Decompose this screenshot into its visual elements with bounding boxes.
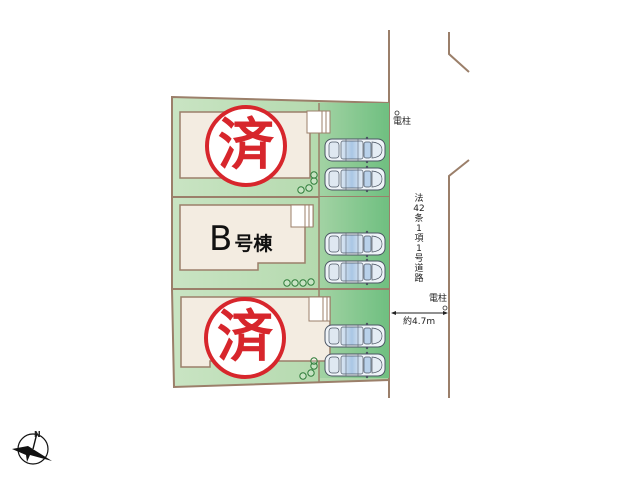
road-edge-right xyxy=(448,159,470,398)
road-label-char: 号 xyxy=(414,254,424,264)
road-label-char: 条 xyxy=(414,214,424,224)
utility-pole-icon xyxy=(394,110,400,116)
road-label-char: 道 xyxy=(414,264,424,274)
sold-badge-c xyxy=(204,297,286,379)
utility-pole-label-top: 電柱 xyxy=(393,117,412,127)
car-icon xyxy=(324,258,386,286)
building-b-letter: B xyxy=(209,219,233,259)
road-type-label: 法 42 条 1 項 1 号 道 路 xyxy=(412,194,426,284)
building-b-suffix: 号棟 xyxy=(234,233,273,255)
car-icon xyxy=(324,322,386,350)
sold-badge-a xyxy=(205,105,287,187)
sold-mark-lot-a: 済 xyxy=(218,113,274,178)
road-edge-right-top xyxy=(448,32,470,73)
compass-icon xyxy=(12,432,52,465)
road-label-char: 1 xyxy=(416,224,422,234)
compass-north-label: N xyxy=(34,430,41,439)
road-label-char: 法 xyxy=(414,194,424,204)
utility-pole-label-bottom: 電柱 xyxy=(429,294,448,304)
car-icon xyxy=(324,165,386,193)
car-icon xyxy=(324,136,386,164)
road-label-char: 路 xyxy=(414,274,424,284)
lot-b xyxy=(171,196,390,290)
car-icon xyxy=(324,230,386,258)
sold-mark-lot-c: 済 xyxy=(217,305,273,370)
road-width-label: 約4.7m xyxy=(403,317,436,327)
road-label-char: 1 xyxy=(416,244,422,254)
car-icon xyxy=(324,351,386,379)
utility-pole-icon xyxy=(442,305,448,311)
road-label-char: 42 xyxy=(413,204,425,214)
road-label-char: 項 xyxy=(414,234,424,244)
